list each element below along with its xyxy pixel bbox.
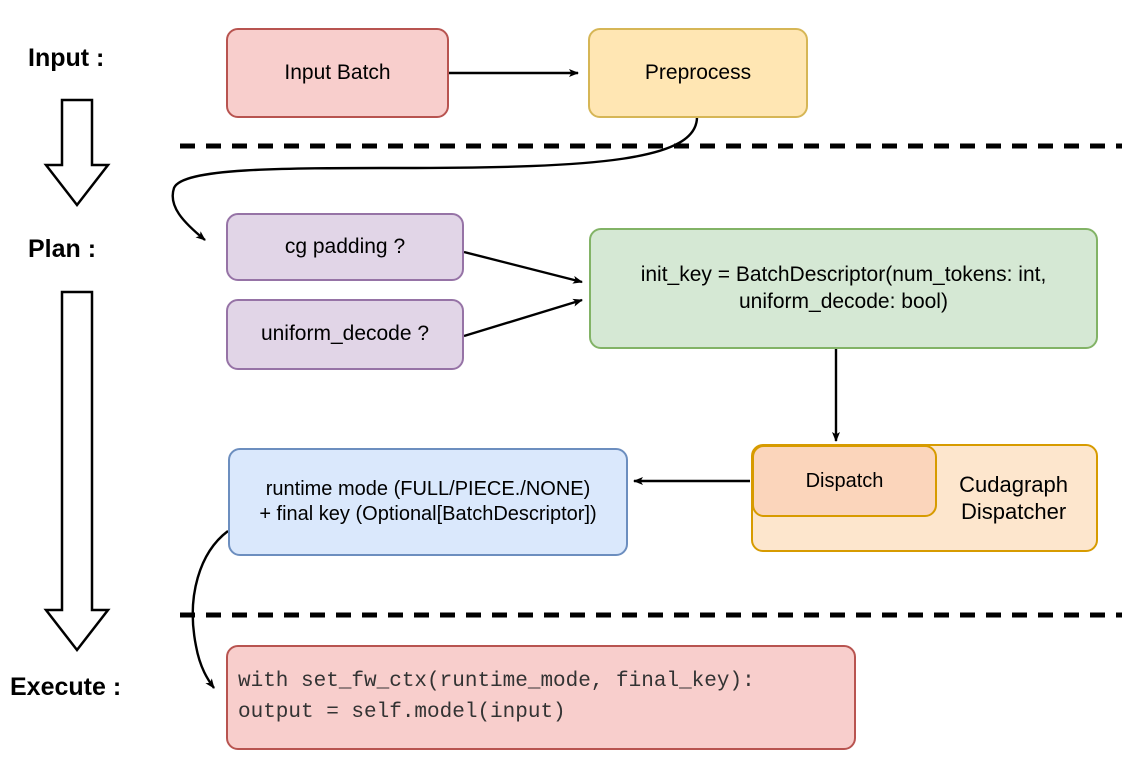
node-runtime-mode[interactable]: runtime mode (FULL/PIECE./NONE) + final …: [228, 448, 628, 556]
node-input-batch[interactable]: Input Batch: [226, 28, 449, 118]
node-execute-code[interactable]: with set_fw_ctx(runtime_mode, final_key)…: [226, 645, 856, 750]
connector-uniformdecode-to-initkey: [463, 298, 583, 338]
node-uniform-decode[interactable]: uniform_decode ?: [226, 299, 464, 370]
stage-label-execute: Execute :: [10, 673, 122, 701]
connector-runtimemode-to-code: [191, 530, 229, 689]
flow-arrow-input-to-plan: [43, 98, 111, 208]
stage-label-plan: Plan :: [28, 235, 97, 263]
connector-cgpadding-to-initkey: [463, 250, 583, 284]
node-cg-padding[interactable]: cg padding ?: [226, 213, 464, 281]
node-preprocess[interactable]: Preprocess: [588, 28, 808, 118]
node-dispatch[interactable]: Dispatch: [752, 445, 937, 517]
flow-arrow-plan-to-execute: [43, 290, 111, 653]
node-init-key[interactable]: init_key = BatchDescriptor(num_tokens: i…: [589, 228, 1098, 349]
stage-label-input: Input :: [28, 44, 105, 72]
